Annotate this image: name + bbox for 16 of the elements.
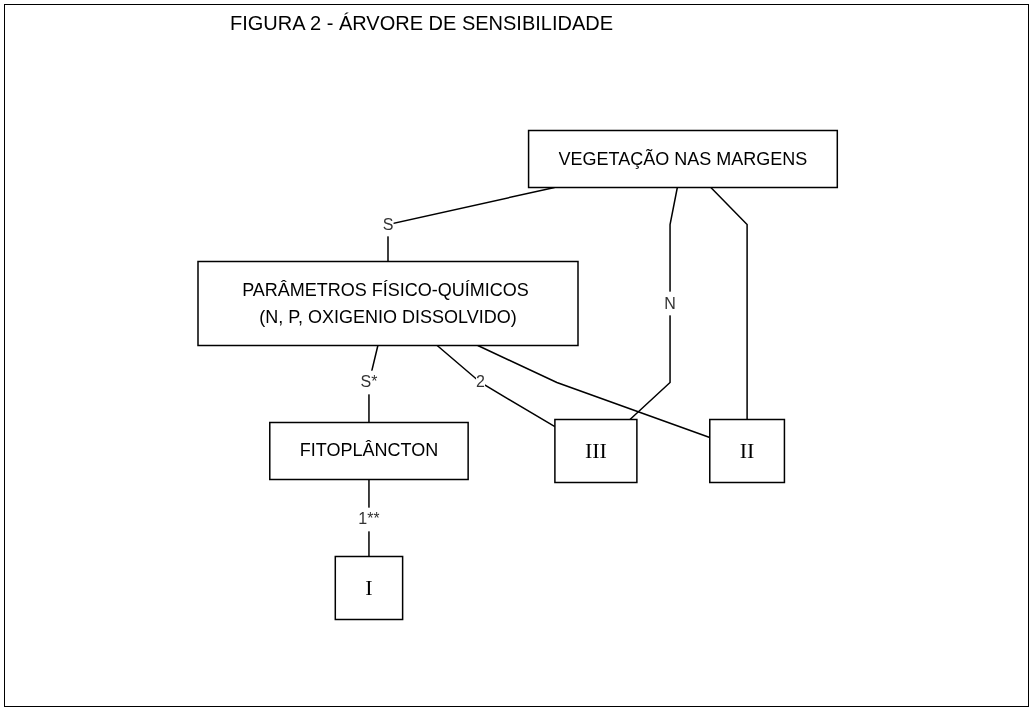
node-box: II <box>708 418 785 484</box>
edge-label: N <box>664 294 676 312</box>
node-box: VEGETAÇÃO NAS MARGENS <box>527 129 838 189</box>
node-box: PARÂMETROS FÍSICO-QUÍMICOS (N, P, OXIGENIO DISSOLVIDO) <box>197 260 579 347</box>
edge-label: 1** <box>358 510 380 528</box>
connector <box>629 186 678 421</box>
connector <box>368 478 370 558</box>
diagram-title: FIGURA 2 - ÁRVORE DE SENSIBILIDADE <box>230 12 614 35</box>
edge-label: S* <box>360 373 378 391</box>
edge-label: S <box>382 215 394 233</box>
node-box: FITOPLÂNCTON <box>268 421 469 481</box>
edge-label: 2 <box>475 373 485 391</box>
connector <box>368 344 379 424</box>
node-box: III <box>554 418 638 484</box>
node-box: I <box>334 555 404 621</box>
connector <box>709 186 748 421</box>
